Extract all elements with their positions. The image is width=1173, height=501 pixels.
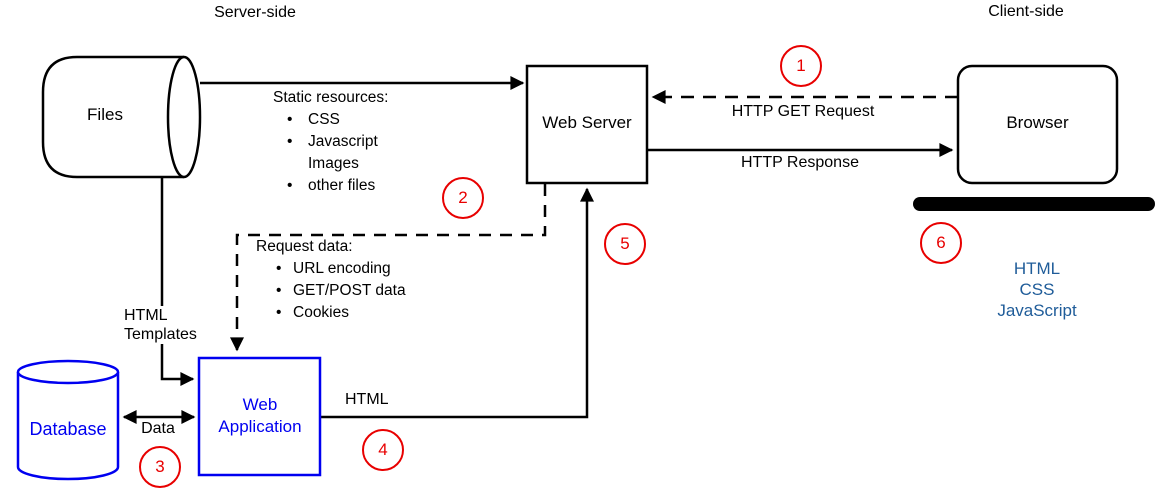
database-cylinder-body — [16, 372, 120, 481]
edge-request-data — [230, 184, 547, 352]
server-side-heading: Server-side — [214, 4, 296, 21]
web-server-label: Web Server — [542, 113, 632, 132]
browser-box — [956, 64, 1119, 185]
request-data-note: Request data: URL encoding GET/POST data… — [256, 236, 426, 324]
web-application-label: Web Application — [218, 395, 302, 436]
static-resources-note: Static resources: CSS Javascript Images … — [273, 87, 433, 197]
static-resources-item: Images — [308, 155, 359, 172]
client-tech-item: CSS — [1019, 280, 1055, 299]
step-circle-6: 6 — [920, 222, 962, 264]
database-label: Database — [29, 419, 107, 439]
client-side-heading: Client-side — [988, 3, 1064, 20]
client-tech-item: JavaScript — [997, 301, 1077, 320]
files-cylinder-end — [166, 55, 202, 179]
request-data-item: GET/POST data — [256, 280, 426, 302]
files-cylinder-body — [41, 55, 184, 179]
step-circle-2: 2 — [442, 177, 484, 219]
static-resources-item: CSS — [273, 109, 433, 131]
step-circle-1: 1 — [780, 45, 822, 87]
step-circle-4: 4 — [362, 429, 404, 471]
browser-label: Browser — [1006, 113, 1069, 132]
client-tech-item: HTML — [1013, 259, 1061, 278]
laptop-base-bar — [913, 197, 1155, 211]
edge-html-templates — [160, 177, 195, 386]
html-label: HTML — [345, 391, 389, 408]
data-label: Data — [141, 420, 175, 437]
step-circle-5: 5 — [604, 223, 646, 265]
static-resources-item: Javascript — [273, 131, 433, 153]
client-tech-list: HTML CSS JavaScript — [977, 258, 1097, 321]
web-application-box — [197, 356, 322, 477]
database-cylinder-top — [16, 359, 120, 385]
html-templates-line1: HTML — [124, 307, 168, 324]
static-resources-title: Static resources: — [273, 89, 389, 106]
web-server-box — [525, 64, 649, 185]
edge-html-to-webserver — [320, 187, 594, 419]
request-data-item: Cookies — [256, 302, 426, 324]
files-label: Files — [87, 105, 123, 124]
http-get-request-label: HTTP GET Request — [731, 103, 875, 120]
request-data-title: Request data: — [256, 238, 353, 255]
request-data-item: URL encoding — [256, 258, 426, 280]
html-templates-line2: Templates — [124, 326, 197, 343]
http-response-label: HTTP Response — [741, 154, 859, 171]
html-templates-label: HTML Templates — [122, 306, 199, 344]
step-circle-3: 3 — [139, 446, 181, 488]
static-resources-item: other files — [273, 175, 433, 197]
